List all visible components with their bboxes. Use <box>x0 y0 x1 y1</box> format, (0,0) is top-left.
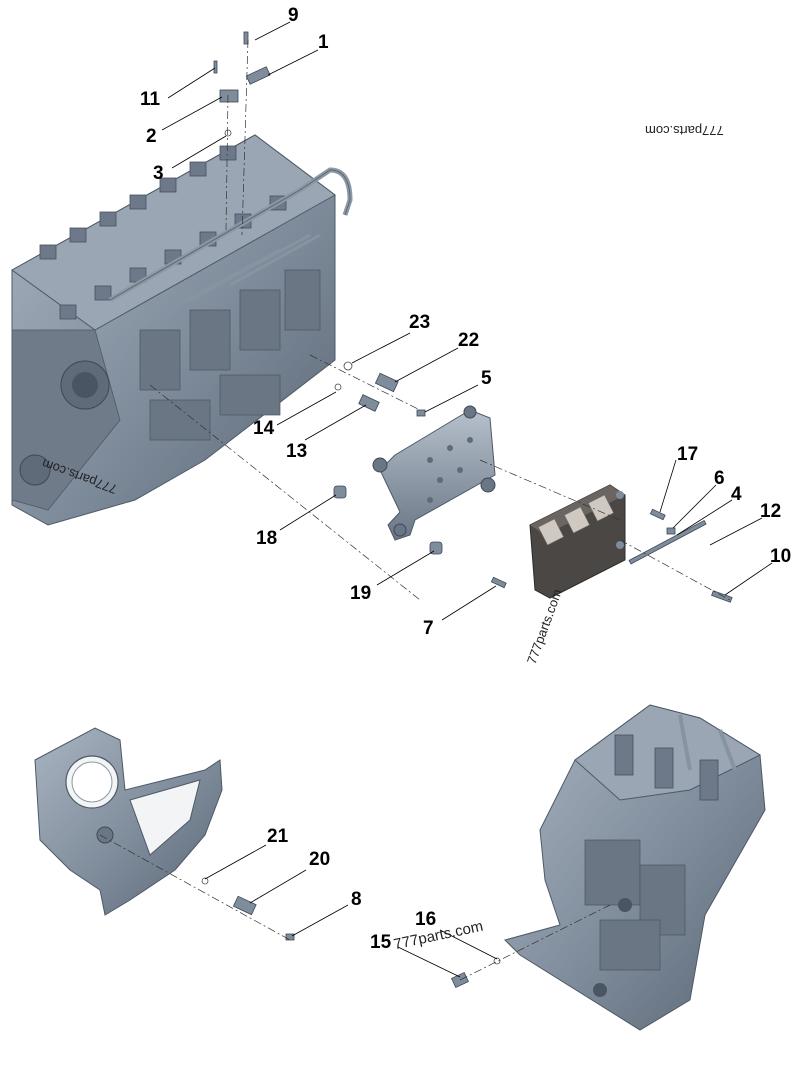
part-9-bolt <box>243 31 249 45</box>
leader-lines <box>161 21 773 978</box>
part-1-sensor <box>245 66 271 85</box>
part-label-19: 19 <box>350 583 372 604</box>
part-label-3: 3 <box>153 163 164 184</box>
part-label-18: 18 <box>256 528 278 549</box>
part-22-sensor <box>374 372 399 393</box>
part-2-sensor <box>219 89 239 103</box>
part-11-bolt <box>213 60 218 74</box>
ecm-module-illustration <box>529 484 626 599</box>
part-label-17: 17 <box>677 444 699 465</box>
part-label-11: 11 <box>140 89 161 110</box>
part-12-strap <box>628 519 707 565</box>
part-19-grommet <box>429 541 443 555</box>
part-label-9: 9 <box>288 5 299 26</box>
engine-block-rear-illustration <box>504 704 766 1031</box>
part-21-oring <box>201 877 209 885</box>
small-parts <box>201 31 733 989</box>
part-label-2: 2 <box>146 126 157 147</box>
part-3-oring <box>224 129 232 137</box>
watermark-top-right: 777parts.com <box>645 123 724 138</box>
part-label-13: 13 <box>286 441 308 462</box>
part-17-bolt <box>649 508 666 521</box>
part-23-oring <box>343 361 353 371</box>
gear-housing-illustration <box>34 727 223 916</box>
part-5-bolt <box>416 409 426 417</box>
part-7-bolt <box>490 576 507 589</box>
part-8-bolt <box>285 933 295 941</box>
part-label-23: 23 <box>409 312 431 333</box>
part-16-oring <box>493 957 501 965</box>
part-label-12: 12 <box>760 501 782 522</box>
engine-block-illustration <box>11 134 353 526</box>
part-label-16: 16 <box>415 909 437 930</box>
part-label-4: 4 <box>731 484 742 505</box>
part-label-10: 10 <box>770 546 792 567</box>
part-label-1: 1 <box>318 32 329 53</box>
part-20-sensor <box>232 895 257 916</box>
part-18-grommet <box>333 485 347 499</box>
part-label-6: 6 <box>714 468 725 489</box>
part-label-20: 20 <box>309 849 331 870</box>
part-label-8: 8 <box>351 889 362 910</box>
part-label-21: 21 <box>267 826 289 847</box>
part-label-5: 5 <box>481 368 492 389</box>
part-4-washer <box>666 527 676 535</box>
assembly-centerlines <box>99 39 731 981</box>
part-13-sensor <box>358 394 380 412</box>
part-label-22: 22 <box>458 330 480 351</box>
part-label-7: 7 <box>423 618 434 639</box>
ecm-mounting-bracket-illustration <box>372 405 496 541</box>
part-label-15: 15 <box>370 932 392 953</box>
part-label-14: 14 <box>253 418 275 439</box>
part-14-oring <box>334 383 342 391</box>
part-10-bolt <box>711 590 733 603</box>
